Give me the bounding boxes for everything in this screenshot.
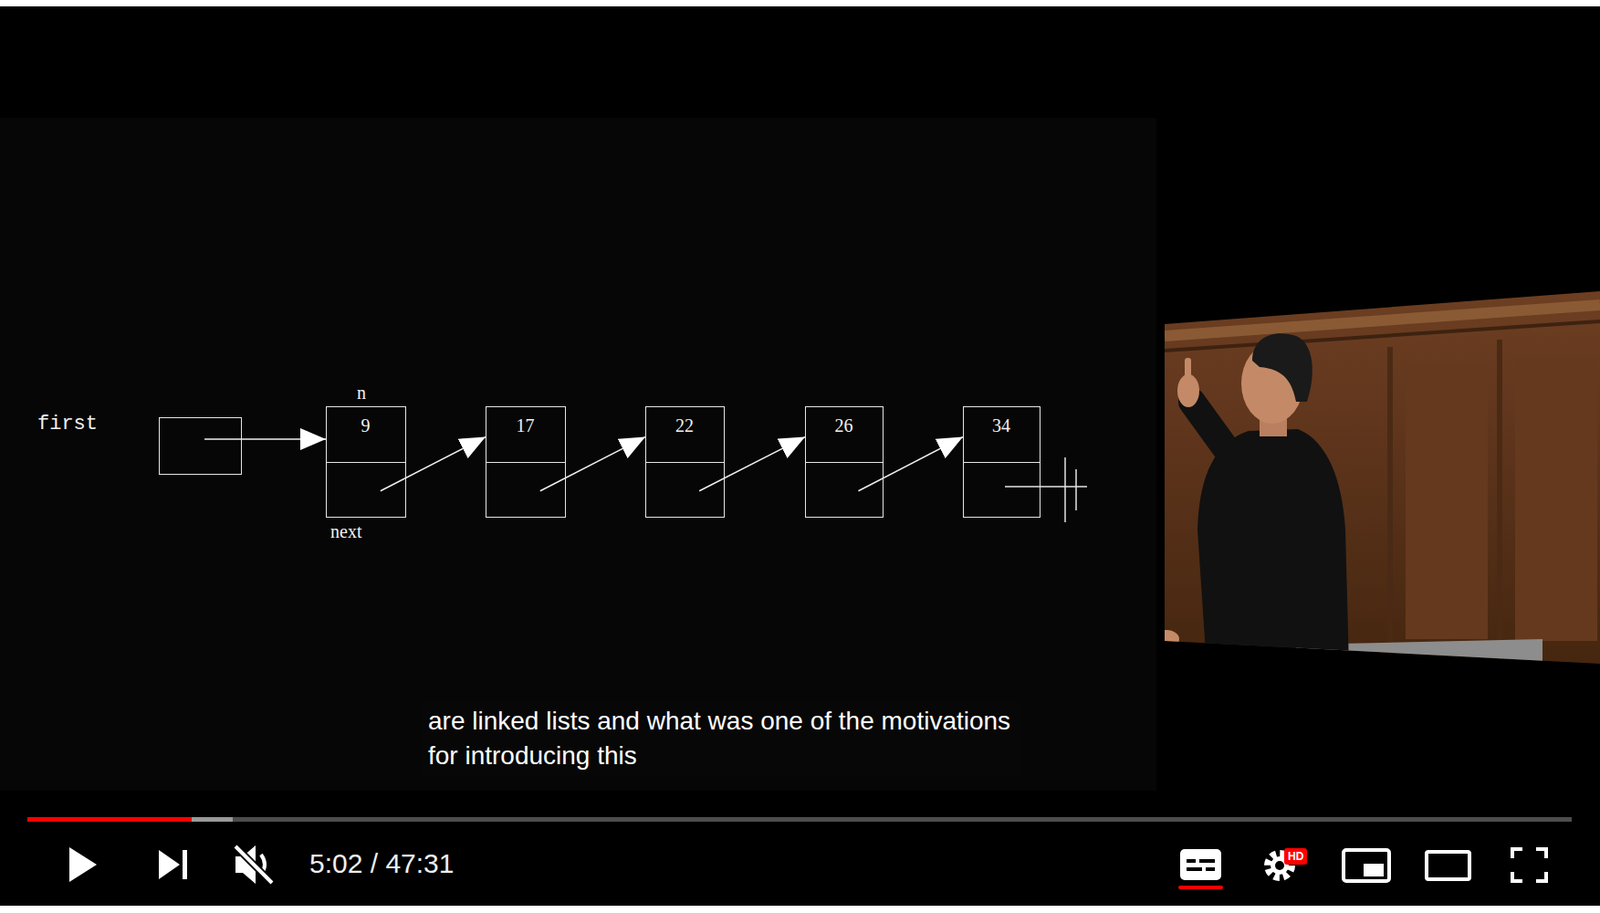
field-name: next xyxy=(330,520,362,543)
ground-bar xyxy=(1075,469,1078,511)
wood-molding xyxy=(1164,304,1600,336)
pointer-arrow xyxy=(540,437,646,492)
subtitles-active xyxy=(1178,885,1224,889)
lecturer-body xyxy=(1197,428,1350,667)
subtitles-icon xyxy=(1186,867,1215,871)
miniplayer-icon xyxy=(1343,849,1390,881)
node-value: 34 xyxy=(992,414,1011,437)
next-icon xyxy=(158,849,180,879)
subtitles-icon xyxy=(1180,848,1222,880)
list-node: n9next xyxy=(325,406,407,518)
miniplayer-icon xyxy=(1363,863,1384,877)
variable-name: first xyxy=(37,412,98,437)
list-node: 26 xyxy=(805,406,884,518)
list-node: 34 xyxy=(962,406,1041,518)
progress-buffer xyxy=(27,816,233,822)
hd-badge: HD xyxy=(1284,847,1308,865)
cell-divider xyxy=(326,461,406,463)
cell-divider xyxy=(646,461,724,463)
wood-panel xyxy=(1405,365,1488,639)
subtitle-caption: are linked lists and what was one of the… xyxy=(420,701,1020,775)
lecturer-hand xyxy=(1153,629,1180,649)
wood-panel xyxy=(1515,357,1598,641)
null-line xyxy=(1004,485,1088,488)
cell-divider xyxy=(963,461,1040,463)
node-value: 9 xyxy=(361,414,371,437)
pointer-arrow xyxy=(380,437,486,492)
wood-panel xyxy=(1387,346,1393,658)
wood-panel xyxy=(1496,339,1503,659)
wood-molding xyxy=(1164,321,1600,351)
wood-wall xyxy=(1164,287,1600,667)
progress-played xyxy=(27,816,192,822)
pointer-arrow xyxy=(857,437,963,492)
fullscreen-icon xyxy=(1512,848,1547,881)
mute-slash-gap xyxy=(233,844,274,885)
lecturer-arm xyxy=(1192,401,1231,455)
cell-divider xyxy=(805,461,883,463)
settings-gear xyxy=(1275,860,1285,870)
node-value: 22 xyxy=(675,414,694,437)
play-icon xyxy=(69,847,97,882)
lecturer-finger xyxy=(1184,357,1192,386)
lecturer-video xyxy=(1153,287,1600,667)
ground-bar xyxy=(1064,457,1067,523)
slide-panel xyxy=(0,117,1157,791)
node-value: 26 xyxy=(835,414,854,437)
list-node: 22 xyxy=(645,406,725,518)
subtitles-icon xyxy=(1186,858,1215,863)
pointer-arrow xyxy=(204,438,326,440)
lecturer-hair xyxy=(1252,333,1313,402)
cell-divider xyxy=(486,461,565,463)
progress-track xyxy=(27,816,1572,822)
pointer-box: first xyxy=(158,417,242,475)
next-icon xyxy=(182,849,188,879)
node-value: 17 xyxy=(516,414,535,437)
field-name: n xyxy=(356,381,367,404)
pointer-arrow xyxy=(699,437,806,492)
list-node: 17 xyxy=(485,406,566,518)
theater-icon xyxy=(1426,851,1470,879)
mute-slash xyxy=(235,846,272,883)
time-display: 5:02 / 47:31 xyxy=(309,846,454,881)
